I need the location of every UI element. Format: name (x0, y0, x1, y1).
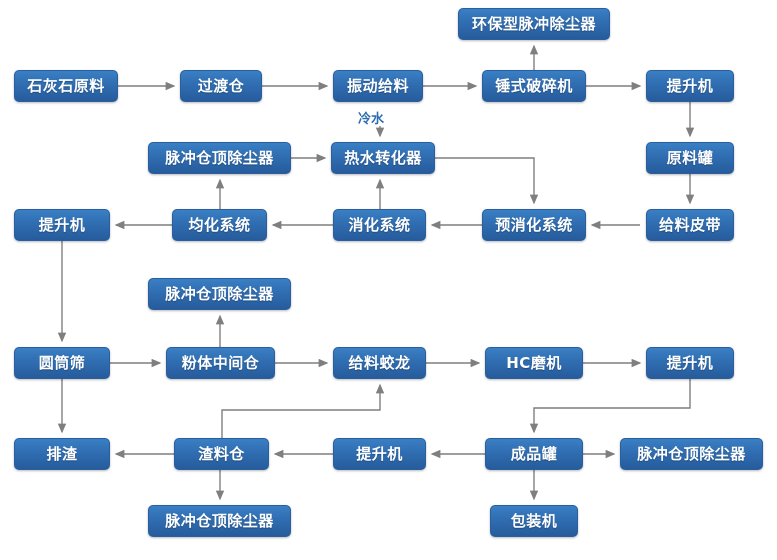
flow-node-label: HC磨机 (506, 353, 562, 372)
flow-node-n27[interactable]: 包装机 (490, 505, 578, 537)
flow-node-n22[interactable]: 渣料仓 (174, 438, 269, 470)
flow-node-label: 给料蛟龙 (348, 353, 411, 372)
flow-node-label: 提升机 (666, 76, 714, 95)
flow-node-label: 预消化系统 (495, 215, 573, 234)
flow-node-label: 原料罐 (666, 148, 714, 167)
flow-node-label: 脉冲仓顶除尘器 (165, 148, 274, 167)
flow-node-n14[interactable]: 预消化系统 (482, 209, 586, 241)
flow-node-n16[interactable]: 圆筒筛 (14, 347, 110, 379)
flow-node-label: 振动给料 (346, 76, 409, 95)
flow-node-n02[interactable]: 过渡仓 (180, 70, 262, 102)
flow-node-label: 成品罐 (510, 444, 558, 463)
flow-node-label: 排渣 (46, 444, 78, 463)
flow-node-n17[interactable]: 粉体中间仓 (166, 347, 275, 379)
flow-node-n18[interactable]: 给料蛟龙 (333, 347, 426, 379)
flow-node-label: 粉体中间仓 (181, 353, 260, 372)
flow-node-n13[interactable]: 消化系统 (333, 209, 426, 241)
flow-node-label: 渣料仓 (198, 444, 245, 463)
flow-node-label: 提升机 (356, 444, 403, 463)
flow-node-label: 脉冲仓顶除尘器 (165, 284, 274, 303)
flow-node-n26[interactable]: 脉冲仓顶除尘器 (148, 505, 291, 537)
flow-node-label: 环保型脉冲除尘器 (471, 14, 596, 33)
flow-node-n03[interactable]: 振动给料 (333, 70, 423, 102)
flow-edge-n20-to-n24 (529, 379, 691, 434)
flow-node-n15[interactable]: 脉冲仓顶除尘器 (148, 278, 291, 310)
flow-node-n24[interactable]: 成品罐 (485, 438, 583, 470)
flow-node-label: 给料皮带 (658, 215, 721, 234)
flow-node-n25[interactable]: 脉冲仓顶除尘器 (620, 438, 763, 470)
flow-node-n10[interactable]: 热水转化器 (331, 142, 435, 174)
flow-edge-n22-to-n18 (221, 383, 385, 438)
flow-node-n19[interactable]: HC磨机 (485, 347, 583, 379)
flow-edge-n10-to-n14 (435, 157, 539, 205)
annotation-label-l1: 冷水 (358, 112, 385, 127)
flow-node-n04[interactable]: 锤式破碎机 (482, 70, 586, 102)
flow-node-label: 过渡仓 (197, 76, 245, 95)
flow-node-n06[interactable]: 环保型脉冲除尘器 (458, 8, 610, 40)
flow-node-label: 圆筒筛 (38, 353, 86, 372)
flow-node-n05[interactable]: 提升机 (646, 70, 734, 102)
flow-node-label: 提升机 (38, 215, 86, 234)
flow-node-label: 热水转化器 (344, 148, 422, 167)
flow-node-n11[interactable]: 提升机 (14, 209, 110, 241)
flow-node-label: 均化系统 (188, 215, 251, 234)
flow-node-label: 脉冲仓顶除尘器 (165, 511, 274, 530)
flow-node-n09[interactable]: 脉冲仓顶除尘器 (148, 142, 291, 174)
flow-node-label: 包装机 (510, 511, 558, 530)
flow-node-label: 脉冲仓顶除尘器 (637, 444, 746, 463)
flow-node-n01[interactable]: 石灰石原料 (14, 70, 118, 102)
flow-node-label: 消化系统 (348, 215, 411, 234)
flow-node-n12[interactable]: 均化系统 (172, 209, 267, 241)
flow-node-n08[interactable]: 给料皮带 (646, 209, 734, 241)
flow-node-n23[interactable]: 提升机 (333, 438, 426, 470)
flow-node-n21[interactable]: 排渣 (14, 438, 110, 470)
flow-node-label: 提升机 (666, 353, 714, 372)
flow-node-n07[interactable]: 原料罐 (646, 142, 734, 174)
flow-node-label: 锤式破碎机 (495, 76, 573, 95)
flow-node-label: 石灰石原料 (27, 76, 105, 95)
flow-node-n20[interactable]: 提升机 (646, 347, 734, 379)
